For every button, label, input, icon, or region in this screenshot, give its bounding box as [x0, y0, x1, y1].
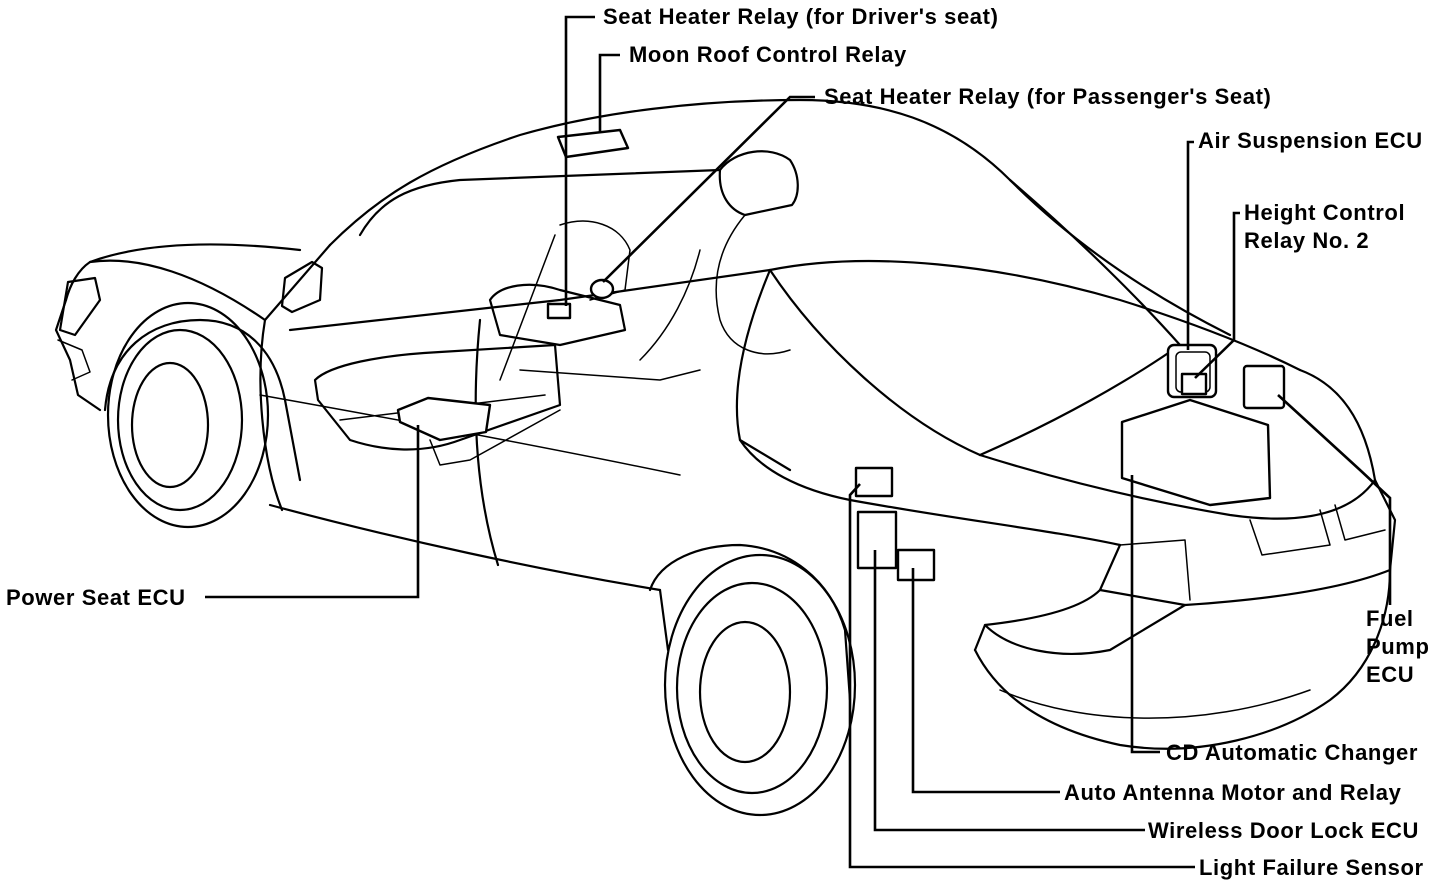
leader-seat-heater-driver: [564, 15, 595, 306]
label-wireless-door-lock: Wireless Door Lock ECU: [1148, 818, 1419, 843]
leader-fuel-pump: [1277, 394, 1392, 605]
passenger-seat-heater-relay-box: [589, 278, 615, 300]
leader-power-seat: [205, 425, 420, 599]
leader-cd-changer: [1130, 475, 1160, 754]
label-auto-antenna: Auto Antenna Motor and Relay: [1064, 780, 1402, 805]
car-outline: [54, 98, 1397, 817]
wireless-door-lock-ecu-box: [856, 510, 898, 570]
label-seat-heater-passenger: Seat Heater Relay (for Passenger's Seat): [824, 84, 1271, 109]
components: [396, 128, 1286, 582]
label-light-failure: Light Failure Sensor: [1199, 855, 1424, 880]
driver-seat-heater-relay-box: [546, 302, 572, 320]
leader-moon-roof: [598, 53, 620, 132]
label-air-suspension: Air Suspension ECU: [1198, 128, 1423, 153]
labels: Seat Heater Relay (for Driver's seat) Mo…: [6, 4, 1430, 880]
leader-light-failure: [848, 483, 1195, 869]
label-height-control-line2: Relay No. 2: [1244, 228, 1369, 253]
leader-air-suspension: [1186, 140, 1194, 350]
label-height-control-line1: Height Control: [1244, 200, 1405, 225]
height-control-relay-box: [1180, 372, 1208, 396]
light-failure-sensor-box: [854, 466, 894, 498]
leader-height-control: [1194, 211, 1240, 379]
fuel-pump-ecu-box: [1242, 364, 1286, 410]
leader-lines: [205, 15, 1392, 869]
leader-wireless-door-lock: [873, 550, 1145, 832]
auto-antenna-box: [896, 548, 936, 582]
label-fuel-pump-line3: ECU: [1366, 662, 1414, 687]
label-power-seat: Power Seat ECU: [6, 585, 186, 610]
label-seat-heater-driver: Seat Heater Relay (for Driver's seat): [603, 4, 999, 29]
leader-seat-heater-passenger: [602, 95, 815, 283]
moon-roof-relay-box: [556, 128, 630, 159]
label-fuel-pump-line1: Fuel: [1366, 606, 1414, 631]
cd-changer-box: [1120, 398, 1272, 507]
leader-auto-antenna: [911, 568, 1060, 794]
label-cd-changer: CD Automatic Changer: [1166, 740, 1418, 765]
label-fuel-pump-line2: Pump: [1366, 634, 1430, 659]
label-moon-roof: Moon Roof Control Relay: [629, 42, 907, 67]
power-seat-ecu-box: [396, 396, 492, 442]
